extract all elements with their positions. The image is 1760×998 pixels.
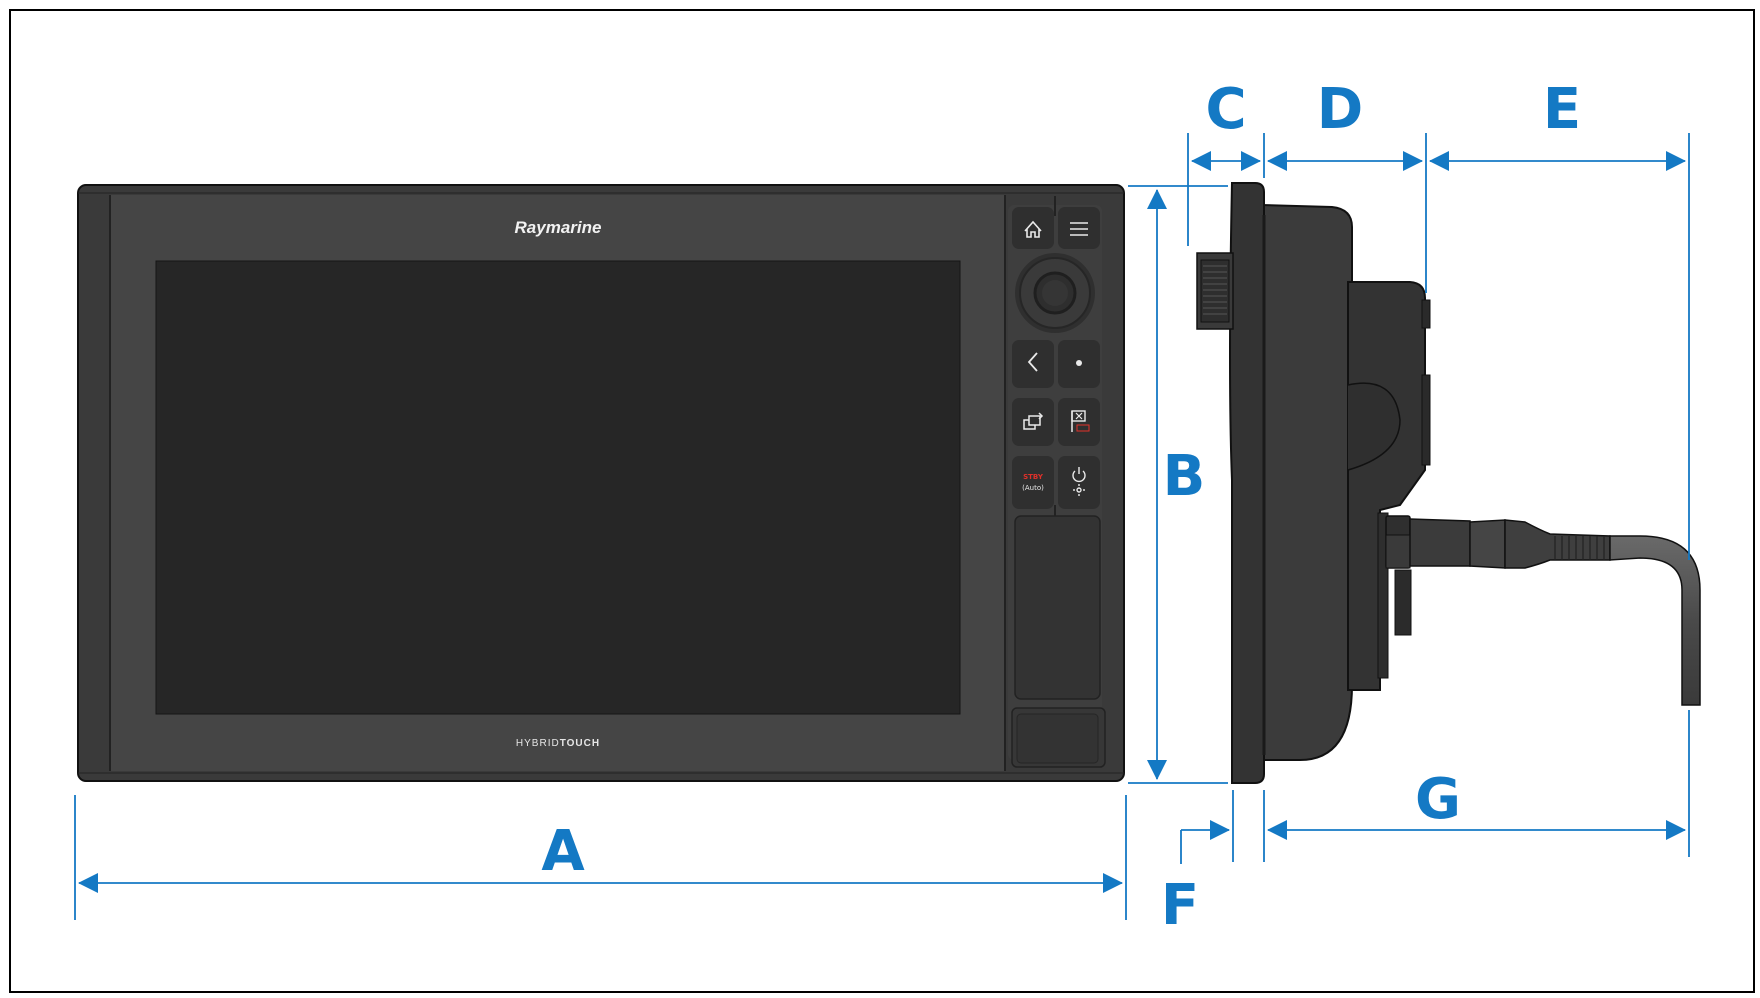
front-view: Raymarine HYBRIDTOUCH xyxy=(77,184,1125,782)
label-b: B xyxy=(1163,444,1206,509)
label-g: G xyxy=(1415,767,1461,832)
stby-label: STBY xyxy=(1023,473,1044,481)
card-slot-door[interactable] xyxy=(1014,515,1101,700)
brand-logo: Raymarine xyxy=(515,218,602,237)
label-d: D xyxy=(1317,77,1363,142)
back-button[interactable] xyxy=(1012,340,1054,388)
label-f: F xyxy=(1161,873,1199,938)
stby-auto-button[interactable] xyxy=(1012,456,1054,509)
power-brightness-icon xyxy=(1072,467,1086,496)
back-icon xyxy=(1027,352,1038,372)
label-e: E xyxy=(1543,77,1581,142)
home-button[interactable] xyxy=(1012,207,1054,249)
mob-button[interactable] xyxy=(1058,398,1100,446)
dot-icon xyxy=(1076,360,1082,366)
display-screen xyxy=(155,260,961,715)
home-icon xyxy=(1024,220,1042,238)
front-connector xyxy=(1196,252,1234,330)
side-view xyxy=(1196,182,1701,784)
power-cable xyxy=(1409,518,1701,706)
outer-frame xyxy=(9,9,1755,993)
menu-icon xyxy=(1070,222,1088,236)
label-a: A xyxy=(541,819,585,884)
rear-connector-block xyxy=(1377,512,1412,679)
dimension-lines xyxy=(74,133,1690,920)
mob-icon xyxy=(1071,410,1090,432)
rear-housing xyxy=(1259,203,1353,761)
switch-app-icon xyxy=(1023,412,1044,430)
joystick-icon[interactable] xyxy=(1015,253,1095,333)
auto-label: (Auto) xyxy=(1022,484,1044,492)
bezel-side-profile xyxy=(1229,182,1265,784)
menu-button[interactable] xyxy=(1058,207,1100,249)
label-c: C xyxy=(1205,77,1246,142)
keypad: STBY (Auto) xyxy=(1008,196,1106,768)
power-button[interactable] xyxy=(1058,456,1100,509)
model-label: HYBRIDTOUCH xyxy=(516,738,600,749)
